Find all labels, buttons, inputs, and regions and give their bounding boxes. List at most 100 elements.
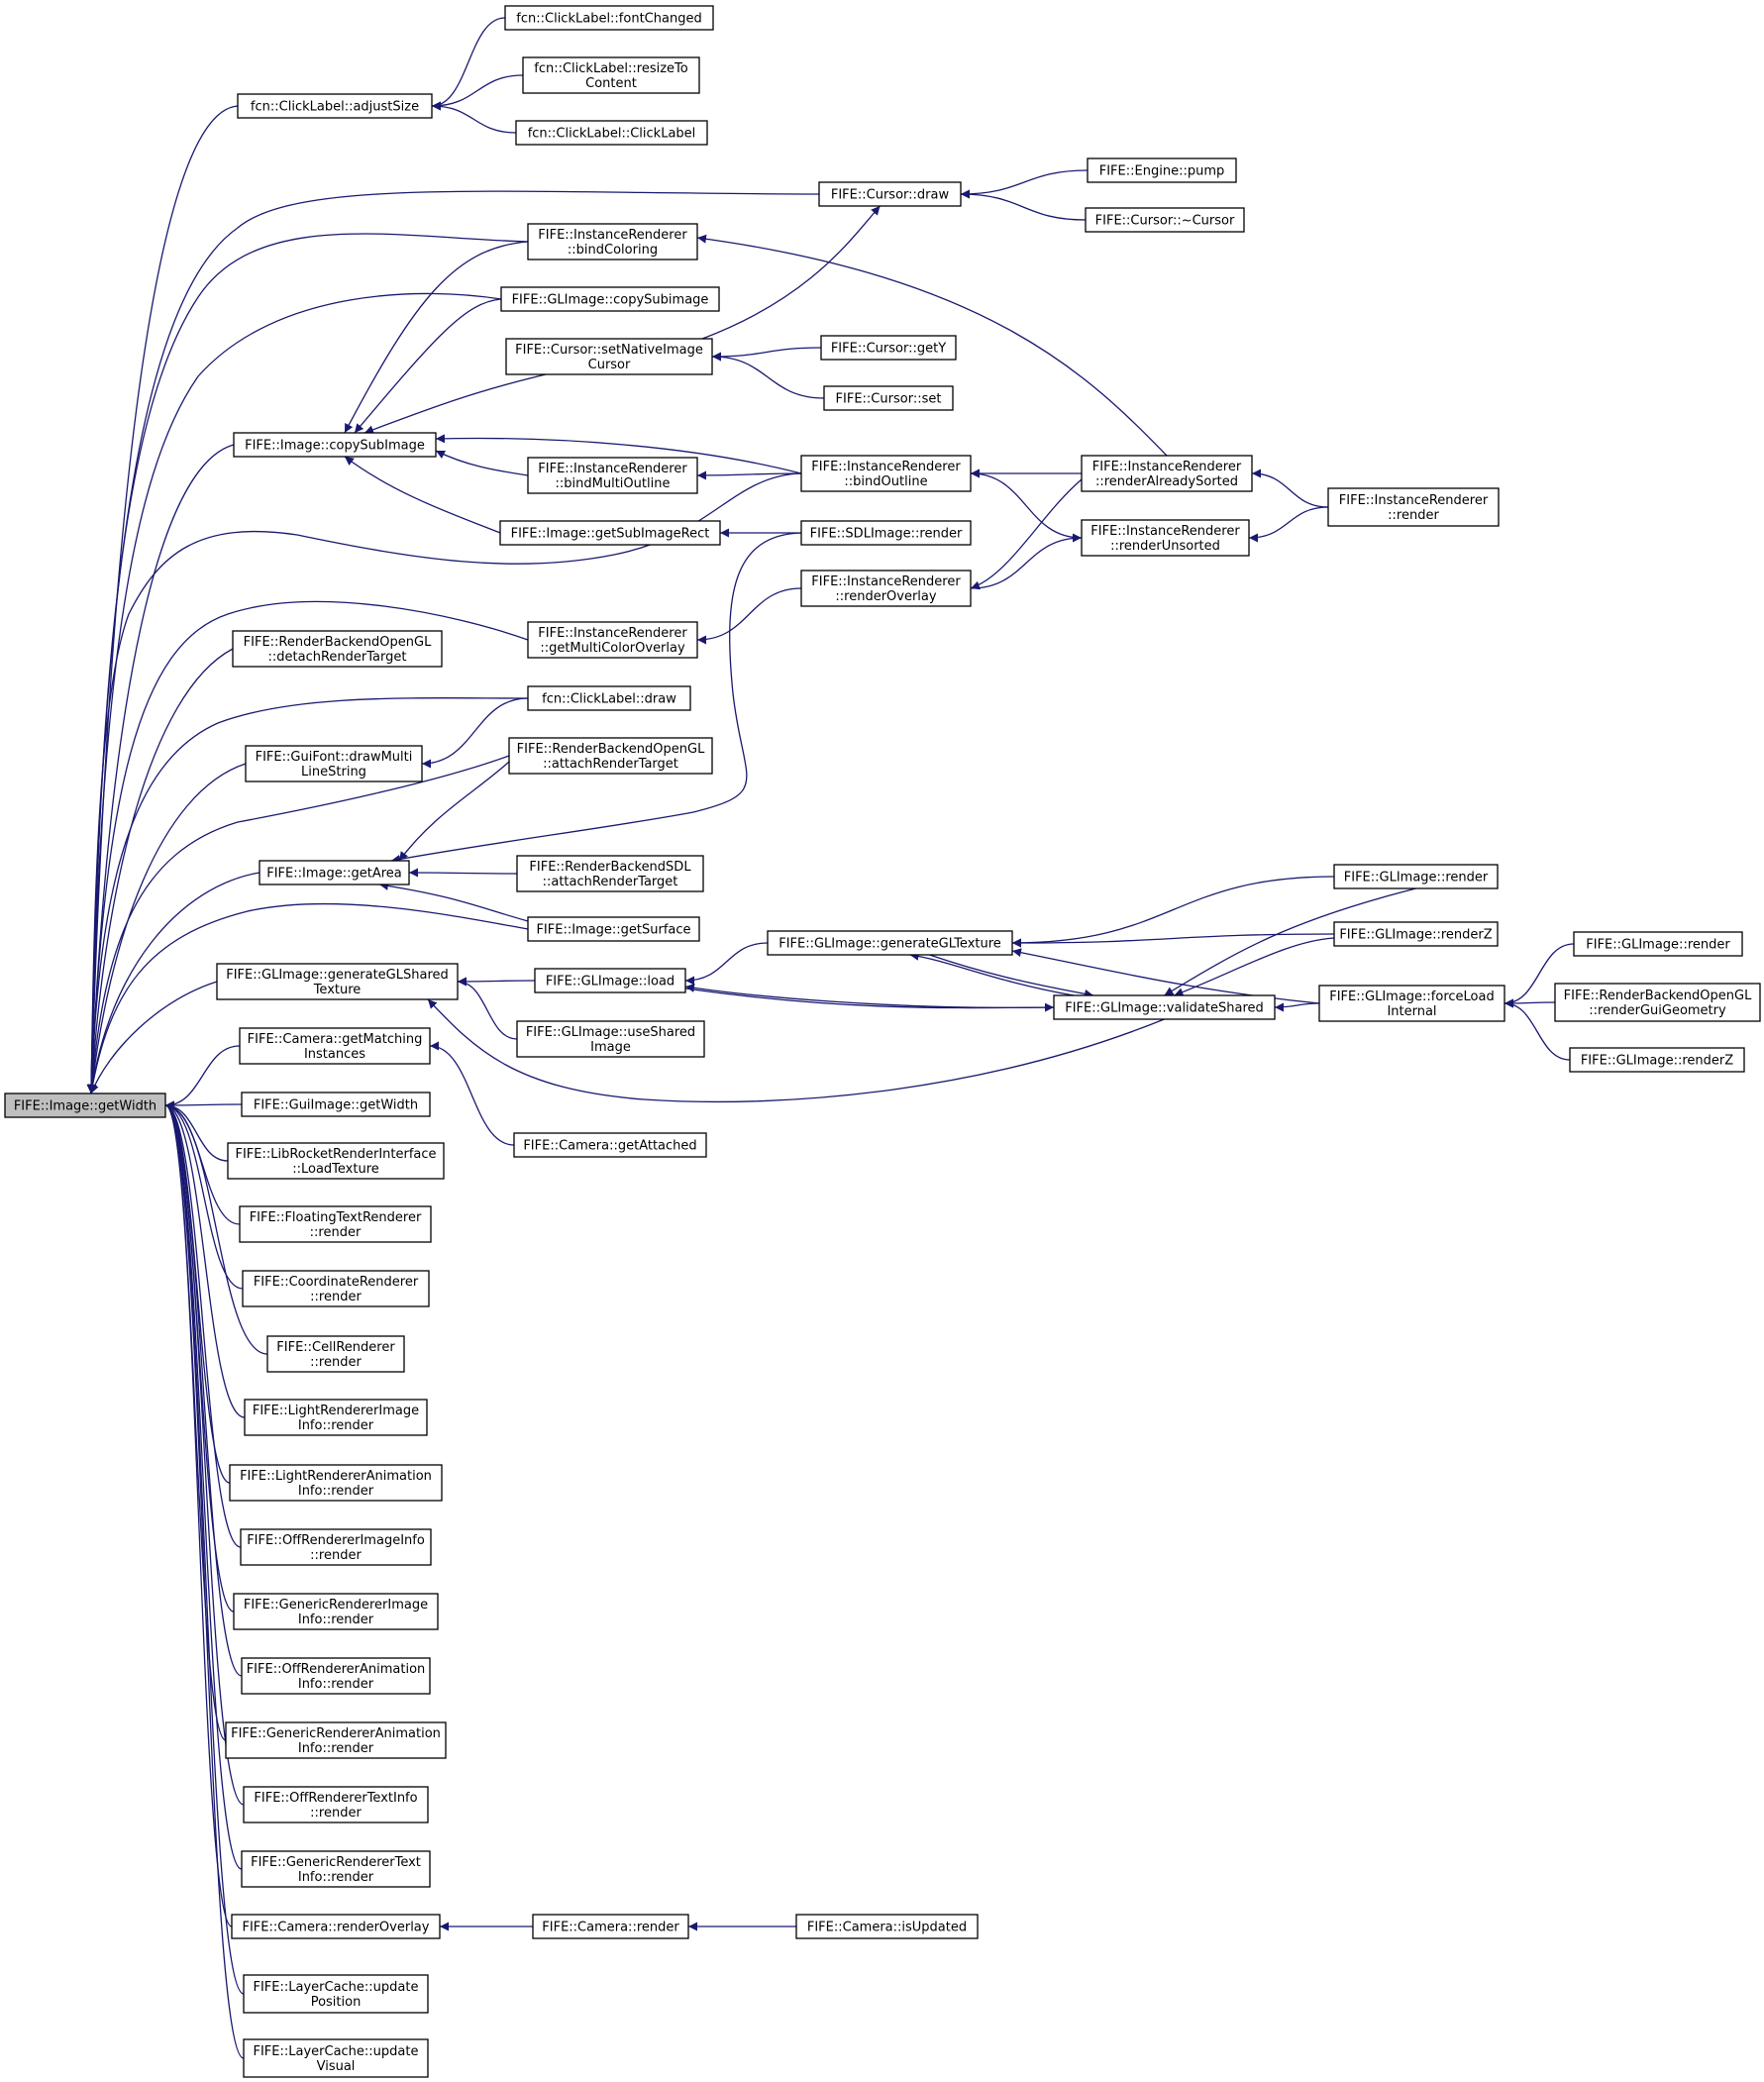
node-n15[interactable]: FIFE::InstanceRenderer::bindOutline	[800, 455, 972, 492]
node-box[interactable]	[229, 1464, 443, 1502]
node-box[interactable]	[243, 1786, 429, 1823]
node-n4[interactable]: fcn::ClickLabel::ClickLabel	[515, 120, 708, 146]
node-box[interactable]	[527, 916, 700, 942]
node-n57[interactable]: FIFE::Camera::render	[532, 1914, 689, 1939]
node-box[interactable]	[505, 338, 713, 375]
node-n7[interactable]: FIFE::Cursor::~Cursor	[1085, 207, 1245, 233]
node-n20[interactable]: FIFE::InstanceRenderer::renderUnsorted	[1081, 519, 1250, 557]
node-n9[interactable]: FIFE::GLImage::copySubimage	[500, 286, 720, 312]
node-n28[interactable]: FIFE::RenderBackendSDL::attachRenderTarg…	[516, 855, 704, 892]
node-box[interactable]	[527, 621, 698, 659]
node-box[interactable]	[1081, 455, 1253, 492]
node-n29[interactable]: FIFE::Image::getSurface	[527, 916, 700, 942]
node-box[interactable]	[532, 1914, 689, 1939]
node-n38[interactable]: FIFE::RenderBackendOpenGL::renderGuiGeom…	[1554, 983, 1761, 1022]
node-box[interactable]	[823, 385, 954, 411]
node-box[interactable]	[1554, 983, 1761, 1022]
node-box[interactable]	[515, 120, 708, 146]
node-box[interactable]	[800, 455, 972, 492]
node-n53[interactable]: FIFE::GenericRendererAnimationInfo::rend…	[225, 1721, 447, 1759]
node-n54[interactable]: FIFE::OffRendererTextInfo::render	[243, 1786, 429, 1823]
node-box[interactable]	[4, 1093, 166, 1118]
node-n58[interactable]: FIFE::Camera::isUpdated	[795, 1914, 979, 1939]
node-box[interactable]	[241, 1850, 431, 1888]
node-box[interactable]	[244, 1399, 428, 1436]
node-box[interactable]	[800, 570, 972, 607]
node-box[interactable]	[1333, 921, 1499, 947]
node-box[interactable]	[1573, 931, 1743, 957]
node-box[interactable]	[516, 855, 704, 892]
node-box[interactable]	[259, 860, 410, 885]
node-n32[interactable]: FIFE::GLImage::renderZ	[1333, 921, 1499, 947]
node-box[interactable]	[818, 181, 962, 207]
node-n31[interactable]: FIFE::GLImage::generateGLTexture	[767, 930, 1013, 956]
node-n39[interactable]: FIFE::GLImage::renderZ	[1569, 1047, 1745, 1073]
node-box[interactable]	[500, 286, 720, 312]
node-n56[interactable]: FIFE::Camera::renderOverlay	[231, 1914, 441, 1939]
node-box[interactable]	[527, 685, 691, 711]
node-box[interactable]	[516, 1020, 705, 1058]
node-box[interactable]	[820, 335, 957, 361]
node-box[interactable]	[800, 520, 972, 546]
node-box[interactable]	[240, 1528, 432, 1566]
node-box[interactable]	[233, 432, 437, 458]
node-box[interactable]	[245, 745, 423, 782]
node-box[interactable]	[522, 56, 700, 94]
node-n5[interactable]: FIFE::Cursor::draw	[818, 181, 962, 207]
node-n42[interactable]: FIFE::Camera::getAttached	[513, 1132, 707, 1158]
node-box[interactable]	[534, 968, 686, 993]
node-box[interactable]	[231, 1914, 441, 1939]
node-box[interactable]	[504, 5, 714, 31]
node-n6[interactable]: FIFE::Engine::pump	[1087, 157, 1237, 183]
node-n0[interactable]: FIFE::Image::getWidth	[4, 1093, 166, 1118]
node-box[interactable]	[227, 1142, 445, 1180]
node-n2[interactable]: fcn::ClickLabel::fontChanged	[504, 5, 714, 31]
node-n44[interactable]: FIFE::LibRocketRenderInterface::LoadText…	[227, 1142, 445, 1180]
node-n18[interactable]: FIFE::Image::getSubImageRect	[499, 520, 721, 546]
node-n22[interactable]: FIFE::InstanceRenderer::getMultiColorOve…	[527, 621, 698, 659]
node-box[interactable]	[266, 1335, 405, 1373]
node-n45[interactable]: FIFE::FloatingTextRenderer::render	[239, 1205, 432, 1243]
node-box[interactable]	[242, 1270, 430, 1307]
node-n21[interactable]: FIFE::InstanceRenderer::renderOverlay	[800, 570, 972, 607]
node-box[interactable]	[1087, 157, 1237, 183]
node-n24[interactable]: fcn::ClickLabel::draw	[527, 685, 691, 711]
node-n46[interactable]: FIFE::CoordinateRenderer::render	[242, 1270, 430, 1307]
node-n17[interactable]: FIFE::InstanceRenderer::render	[1327, 487, 1500, 527]
node-box[interactable]	[513, 1132, 707, 1158]
node-box[interactable]	[1327, 487, 1500, 527]
node-n30[interactable]: FIFE::GLImage::render	[1333, 864, 1499, 889]
node-box[interactable]	[243, 1974, 429, 2014]
node-box[interactable]	[239, 1205, 432, 1243]
node-box[interactable]	[232, 630, 443, 668]
node-n37[interactable]: FIFE::GLImage::render	[1573, 931, 1743, 957]
node-n19[interactable]: FIFE::SDLImage::render	[800, 520, 972, 546]
node-box[interactable]	[237, 93, 433, 119]
node-box[interactable]	[508, 737, 713, 775]
node-n43[interactable]: FIFE::GuiImage::getWidth	[241, 1092, 431, 1117]
node-box[interactable]	[527, 457, 698, 494]
node-box[interactable]	[1318, 985, 1505, 1022]
node-box[interactable]	[233, 1593, 439, 1630]
node-n12[interactable]: FIFE::Cursor::set	[823, 385, 954, 411]
node-n16[interactable]: FIFE::InstanceRenderer::renderAlreadySor…	[1081, 455, 1253, 492]
node-box[interactable]	[243, 2038, 429, 2078]
node-n14[interactable]: FIFE::InstanceRenderer::bindMultiOutline	[527, 457, 698, 494]
node-box[interactable]	[499, 520, 721, 546]
node-n26[interactable]: FIFE::RenderBackendOpenGL::attachRenderT…	[508, 737, 713, 775]
node-box[interactable]	[225, 1721, 447, 1759]
node-box[interactable]	[216, 963, 459, 1000]
node-n8[interactable]: FIFE::InstanceRenderer::bindColoring	[527, 223, 698, 260]
